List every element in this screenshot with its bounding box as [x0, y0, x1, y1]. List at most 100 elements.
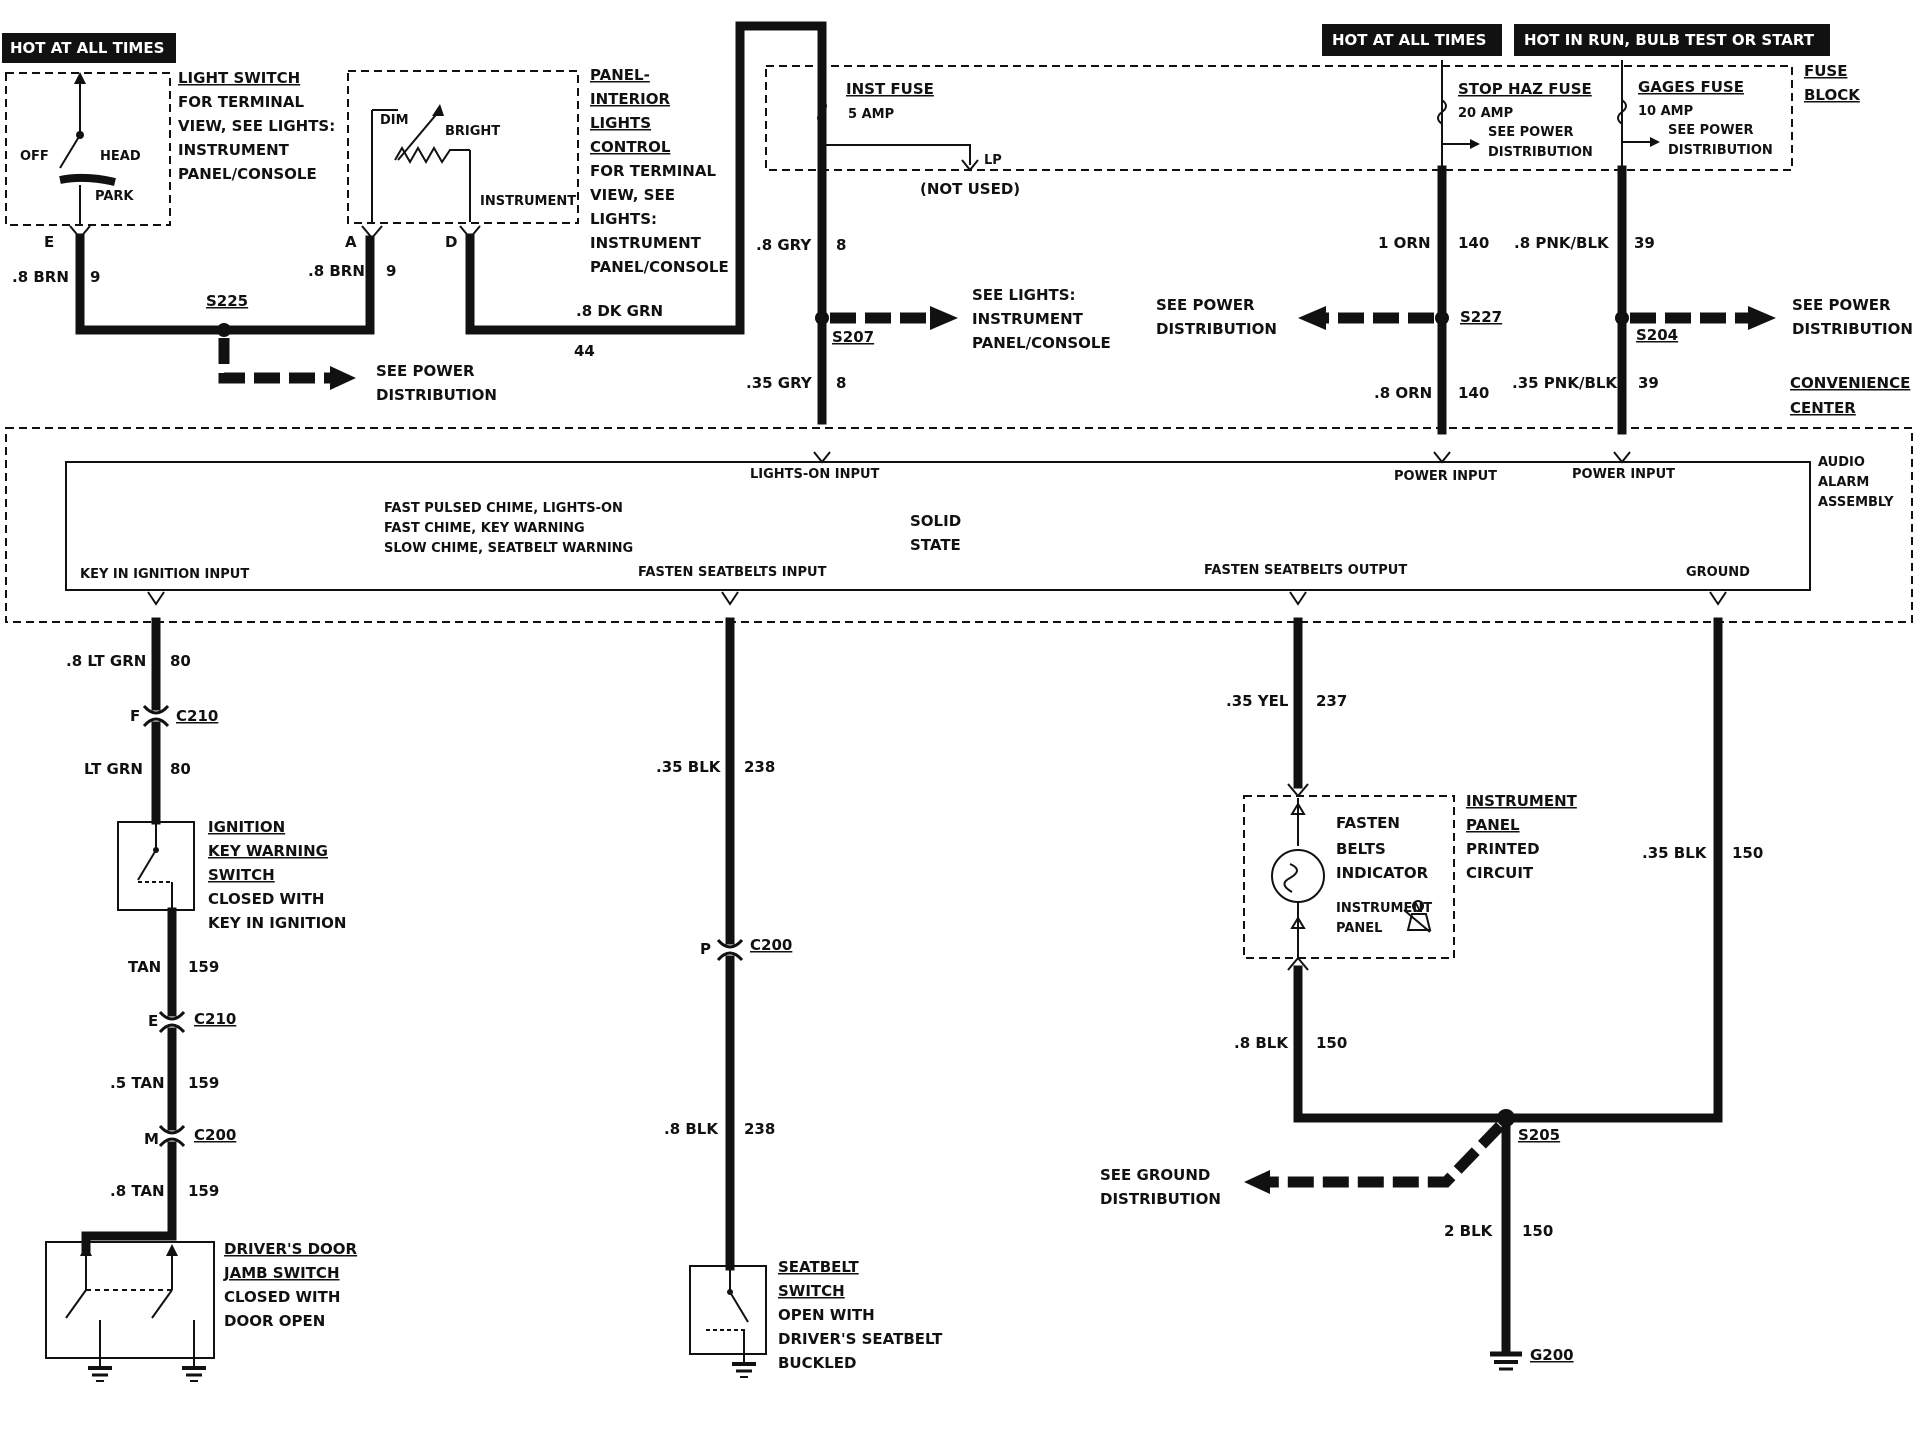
- convenience-center-1: CONVENIENCE: [1790, 374, 1910, 392]
- wire-brn-9: [75, 233, 375, 335]
- svg-text:CLOSED WITH: CLOSED WITH: [224, 1288, 340, 1306]
- circuit-9-right: 9: [386, 262, 396, 280]
- wire-gry-8: .8 GRY: [756, 236, 812, 254]
- svg-text:PRINTED: PRINTED: [1466, 840, 1540, 858]
- lights-on-terminal-icon: [813, 451, 831, 464]
- wire-blk-35-mid: .35 BLK: [656, 758, 722, 776]
- wire-pnk-8: .8 PNK/BLK: [1514, 234, 1610, 252]
- hot-badge-left: [2, 33, 176, 63]
- stop-haz-fuse-label: STOP HAZ FUSE: [1458, 80, 1592, 98]
- svg-text:INTERIOR: INTERIOR: [590, 90, 670, 108]
- light-switch-label: LIGHT SWITCH FOR TERMINAL VIEW, SEE LIGH…: [178, 69, 335, 183]
- svg-text:FOR TERMINAL: FOR TERMINAL: [178, 93, 304, 111]
- connector-c200-mid: C200: [750, 936, 792, 954]
- fasten-seatbelts-input: FASTEN SEATBELTS INPUT: [638, 565, 827, 580]
- circuit-237: 237: [1316, 692, 1347, 710]
- splice-s207-icon: [815, 311, 829, 325]
- gages-fuse-amp: 10 AMP: [1638, 104, 1693, 119]
- svg-text:PANEL-: PANEL-: [590, 66, 650, 84]
- ground-terminal: GROUND: [1686, 565, 1750, 580]
- circuit-8-upper: 8: [836, 236, 846, 254]
- ground-symbol-left-icon: [88, 1358, 206, 1382]
- stop-see-power-1: SEE POWER: [1488, 125, 1573, 140]
- inst-fuse-amp: 5 AMP: [848, 107, 894, 122]
- key-in-ignition-input: KEY IN IGNITION INPUT: [80, 567, 249, 582]
- ignition-switch-icon: [137, 822, 173, 910]
- circuit-150-b: 150: [1732, 844, 1763, 862]
- fasten-out-terminal-icon: [1289, 591, 1307, 606]
- instrument-panel-label-2: PANEL: [1336, 921, 1382, 936]
- switch-park-label: PARK: [95, 189, 134, 204]
- see-ground-2: DISTRIBUTION: [1100, 1190, 1221, 1208]
- switch-head-label: HEAD: [100, 149, 141, 164]
- arrowhead-power-left-icon: [330, 366, 356, 390]
- fasten-belts-indicator-box: [1243, 795, 1455, 959]
- key-in-terminal-icon: [147, 591, 165, 606]
- circuit-39-upper: 39: [1634, 234, 1655, 252]
- wire-gry-35: .35 GRY: [746, 374, 813, 392]
- lp-terminal-icon: [961, 159, 979, 172]
- chime-line-1: FAST PULSED CHIME, LIGHTS-ON: [384, 501, 623, 516]
- fasten-belts-bulb-icon: [1271, 798, 1325, 958]
- wire-blk-2: 2 BLK: [1444, 1222, 1494, 1240]
- connector-a-icon: [361, 225, 383, 240]
- svg-text:SWITCH: SWITCH: [778, 1282, 845, 1300]
- connector-c200-m-icon: [158, 1124, 186, 1148]
- gages-fuse-label: GAGES FUSE: [1638, 78, 1744, 96]
- svg-text:VIEW, SEE LIGHTS:: VIEW, SEE LIGHTS:: [178, 117, 335, 135]
- chime-line-2: FAST CHIME, KEY WARNING: [384, 521, 585, 536]
- circuit-150-c: 150: [1522, 1222, 1553, 1240]
- svg-text:OPEN WITH: OPEN WITH: [778, 1306, 875, 1324]
- wire-blk-35-right: .35 BLK: [1642, 844, 1708, 862]
- switch-off-label: OFF: [20, 149, 49, 164]
- see-lights-3: PANEL/CONSOLE: [972, 334, 1111, 352]
- pin-e-lower: E: [148, 1012, 158, 1030]
- door-jamb-switch-box: [45, 1241, 215, 1359]
- seatbelt-switch-icon: [706, 1266, 749, 1354]
- splice-s227-icon: [1435, 311, 1449, 325]
- light-switch-box: [5, 72, 171, 226]
- pin-d-label: D: [445, 233, 457, 251]
- svg-text:FOR TERMINAL: FOR TERMINAL: [590, 162, 716, 180]
- connector-c200-left: C200: [194, 1126, 236, 1144]
- svg-text:VIEW, SEE: VIEW, SEE: [590, 186, 675, 204]
- power-input-2-terminal-icon: [1613, 451, 1631, 464]
- circuit-238-lower: 238: [744, 1120, 775, 1138]
- light-switch-symbol-icon: [59, 72, 116, 225]
- ground-terminal-icon: [1709, 591, 1727, 606]
- instrument-label: INSTRUMENT: [480, 194, 576, 209]
- fasten-in-terminal-icon: [721, 591, 739, 606]
- power-input-2: POWER INPUT: [1572, 467, 1675, 482]
- wire-tan-8: .8 TAN: [110, 1182, 165, 1200]
- svg-text:BLOCK: BLOCK: [1804, 86, 1861, 104]
- ip-printed-circuit-label: INSTRUMENT PANEL PRINTED CIRCUIT: [1466, 792, 1578, 882]
- solid-state-2: STATE: [910, 536, 961, 554]
- svg-text:KEY IN IGNITION: KEY IN IGNITION: [208, 914, 346, 932]
- see-power-mid-2: DISTRIBUTION: [1156, 320, 1277, 338]
- svg-text:SWITCH: SWITCH: [208, 866, 275, 884]
- pin-m-label: M: [144, 1130, 159, 1148]
- svg-text:INDICATOR: INDICATOR: [1336, 864, 1429, 882]
- door-jamb-switch-label: DRIVER'S DOOR JAMB SWITCH CLOSED WITH DO…: [223, 1240, 358, 1330]
- audio-alarm-label: AUDIO ALARM ASSEMBLY: [1818, 455, 1894, 510]
- svg-text:IGNITION: IGNITION: [208, 818, 285, 836]
- svg-text:ALARM: ALARM: [1818, 475, 1869, 490]
- audio-alarm-outer-box: [5, 427, 1913, 623]
- inst-fuse-label: INST FUSE: [846, 80, 934, 98]
- circuit-80-upper: 80: [170, 652, 191, 670]
- wire-tan-5: .5 TAN: [110, 1074, 165, 1092]
- not-used-label: (NOT USED): [920, 180, 1020, 198]
- svg-text:PANEL: PANEL: [1466, 816, 1520, 834]
- ground-g200-icon: [1490, 1351, 1522, 1371]
- circuit-39-lower: 39: [1638, 374, 1659, 392]
- arrowhead-power-mid-icon: [1298, 306, 1326, 330]
- svg-text:PANEL/CONSOLE: PANEL/CONSOLE: [590, 258, 729, 276]
- stop-haz-fuse-icon: [1437, 99, 1447, 125]
- wire-orn-8: .8 ORN: [1374, 384, 1432, 402]
- arrowhead-power-right-icon: [1748, 306, 1776, 330]
- dim-label: DIM: [380, 113, 409, 128]
- convenience-center-2: CENTER: [1790, 399, 1856, 417]
- svg-text:LIGHT SWITCH: LIGHT SWITCH: [178, 69, 300, 87]
- power-input-1: POWER INPUT: [1394, 469, 1497, 484]
- fasten-seatbelts-output: FASTEN SEATBELTS OUTPUT: [1204, 563, 1407, 578]
